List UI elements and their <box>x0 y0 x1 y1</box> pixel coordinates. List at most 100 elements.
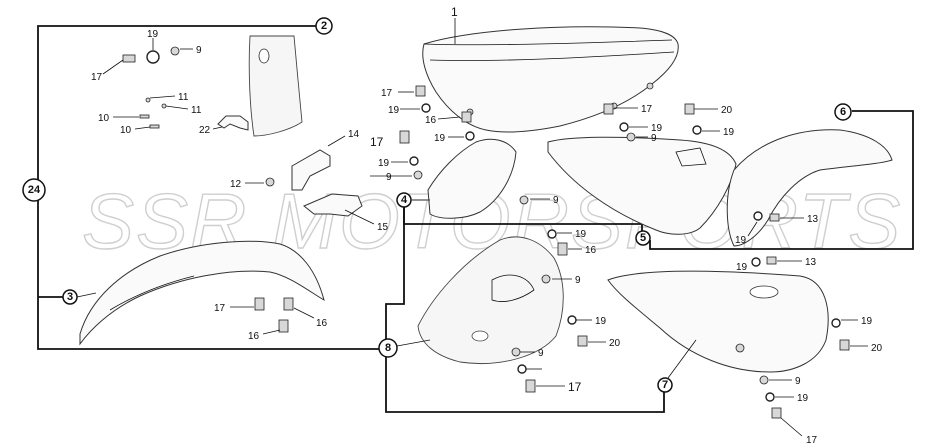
label-g19b: 19 <box>595 316 607 327</box>
label-c16b: 16 <box>248 331 260 342</box>
bolt-16b-icon <box>278 319 289 333</box>
nut-9h-icon <box>759 375 769 385</box>
washer-19d3-icon <box>409 156 419 166</box>
callout-6: 6 <box>834 103 852 121</box>
rivet-11-icon <box>145 97 151 103</box>
label-h19b: 19 <box>797 393 809 404</box>
label-f13b: 13 <box>805 257 817 268</box>
bolt-17d-icon <box>415 85 426 97</box>
screw-10b-icon <box>149 124 160 129</box>
label-d19c: 19 <box>378 158 390 169</box>
label-a9: 9 <box>196 45 202 56</box>
bolt-17g-icon <box>525 379 536 393</box>
label-a19: 19 <box>147 29 159 40</box>
bolt-20g-icon <box>577 335 588 347</box>
svg-text:3: 3 <box>67 291 73 303</box>
svg-text:24: 24 <box>28 184 41 196</box>
label-e19b: 19 <box>723 127 735 138</box>
label-c17a: 17 <box>214 303 226 314</box>
washer-19f2-icon <box>751 257 761 267</box>
label-e19: 19 <box>651 123 663 134</box>
washer-19d2-icon <box>465 131 475 141</box>
assembly-8-bracket <box>385 207 665 413</box>
bracket-14-part <box>291 149 331 191</box>
label-a11b: 11 <box>191 105 202 116</box>
nut-9-icon <box>170 46 180 56</box>
callout-8: 8 <box>378 338 398 358</box>
callout-2: 2 <box>315 17 333 35</box>
number-plate-part <box>248 35 303 137</box>
svg-text:6: 6 <box>840 106 846 118</box>
label-d9a: 9 <box>386 172 392 183</box>
label-d9b: 9 <box>553 195 559 206</box>
bolt-13f2-icon <box>766 256 777 265</box>
washer-19g-icon <box>547 229 557 239</box>
label-22: 22 <box>199 125 211 136</box>
label-15: 15 <box>377 222 389 233</box>
bolt-17c-icon <box>254 297 265 311</box>
svg-text:4: 4 <box>401 194 408 206</box>
label-a10b: 10 <box>120 125 132 136</box>
bolt-20e-icon <box>684 103 695 115</box>
svg-text:5: 5 <box>640 232 646 244</box>
nut-9g2-icon <box>511 347 521 357</box>
nut-9d2-icon <box>519 195 529 205</box>
screw-10-icon <box>139 114 150 119</box>
washer-19f-icon <box>753 211 763 221</box>
label-d19a: 19 <box>388 105 400 116</box>
bolt-16a-icon <box>283 297 294 311</box>
label-g19a: 19 <box>575 229 587 240</box>
side-cover-7-part <box>607 270 829 373</box>
bolt-16d-icon <box>461 111 472 123</box>
label-e20: 20 <box>721 105 733 116</box>
washer-19h2-icon <box>765 392 775 402</box>
label-g17: 17 <box>568 380 582 394</box>
label-d17: 17 <box>381 88 393 99</box>
nut-9e-icon <box>626 132 636 142</box>
bolt-17-icon <box>122 54 136 63</box>
label-g9b: 9 <box>538 348 544 359</box>
label-a11a: 11 <box>178 92 189 103</box>
bolt-13f-icon <box>769 213 780 222</box>
label-f13a: 13 <box>807 214 819 225</box>
bolt-12-icon <box>265 177 275 187</box>
bolt-17e-icon <box>603 103 614 115</box>
side-panel-5-part <box>547 136 737 235</box>
side-number-plate-4-part <box>427 138 517 219</box>
svg-text:2: 2 <box>321 20 327 32</box>
bolt-17d2-icon <box>399 130 410 144</box>
callout-24: 24 <box>22 178 46 202</box>
label-g9a: 9 <box>575 275 581 286</box>
bracket-15-part <box>303 193 363 217</box>
callout-3: 3 <box>62 289 78 305</box>
label-a17: 17 <box>91 72 103 83</box>
label-d17b: 17 <box>370 135 384 149</box>
svg-text:7: 7 <box>662 379 668 391</box>
label-g16: 16 <box>585 245 597 256</box>
nut-9g-icon <box>541 274 551 284</box>
bracket-22-part <box>217 115 249 131</box>
label-h19: 19 <box>861 316 873 327</box>
label-e17: 17 <box>641 104 653 115</box>
label-h9: 9 <box>795 376 801 387</box>
seat-part <box>422 26 679 133</box>
label-d19b: 19 <box>434 133 446 144</box>
washer-19h-icon <box>831 318 841 328</box>
callout-5: 5 <box>635 230 651 246</box>
label-12: 12 <box>230 179 242 190</box>
label-a10a: 10 <box>98 113 110 124</box>
label-f19b: 19 <box>736 262 748 273</box>
assembly-6-bracket <box>649 110 914 250</box>
label-14: 14 <box>348 129 360 140</box>
label-f19a: 19 <box>735 235 747 246</box>
callout-4: 4 <box>396 192 412 208</box>
svg-text:8: 8 <box>385 342 391 354</box>
rear-fender-6-part <box>726 129 893 247</box>
washer-19d-icon <box>421 103 431 113</box>
washer-19e-icon <box>619 122 629 132</box>
callout-7: 7 <box>657 377 673 393</box>
washer-19g3-icon <box>517 364 527 374</box>
label-1: 1 <box>451 5 458 19</box>
label-g20: 20 <box>609 338 621 349</box>
